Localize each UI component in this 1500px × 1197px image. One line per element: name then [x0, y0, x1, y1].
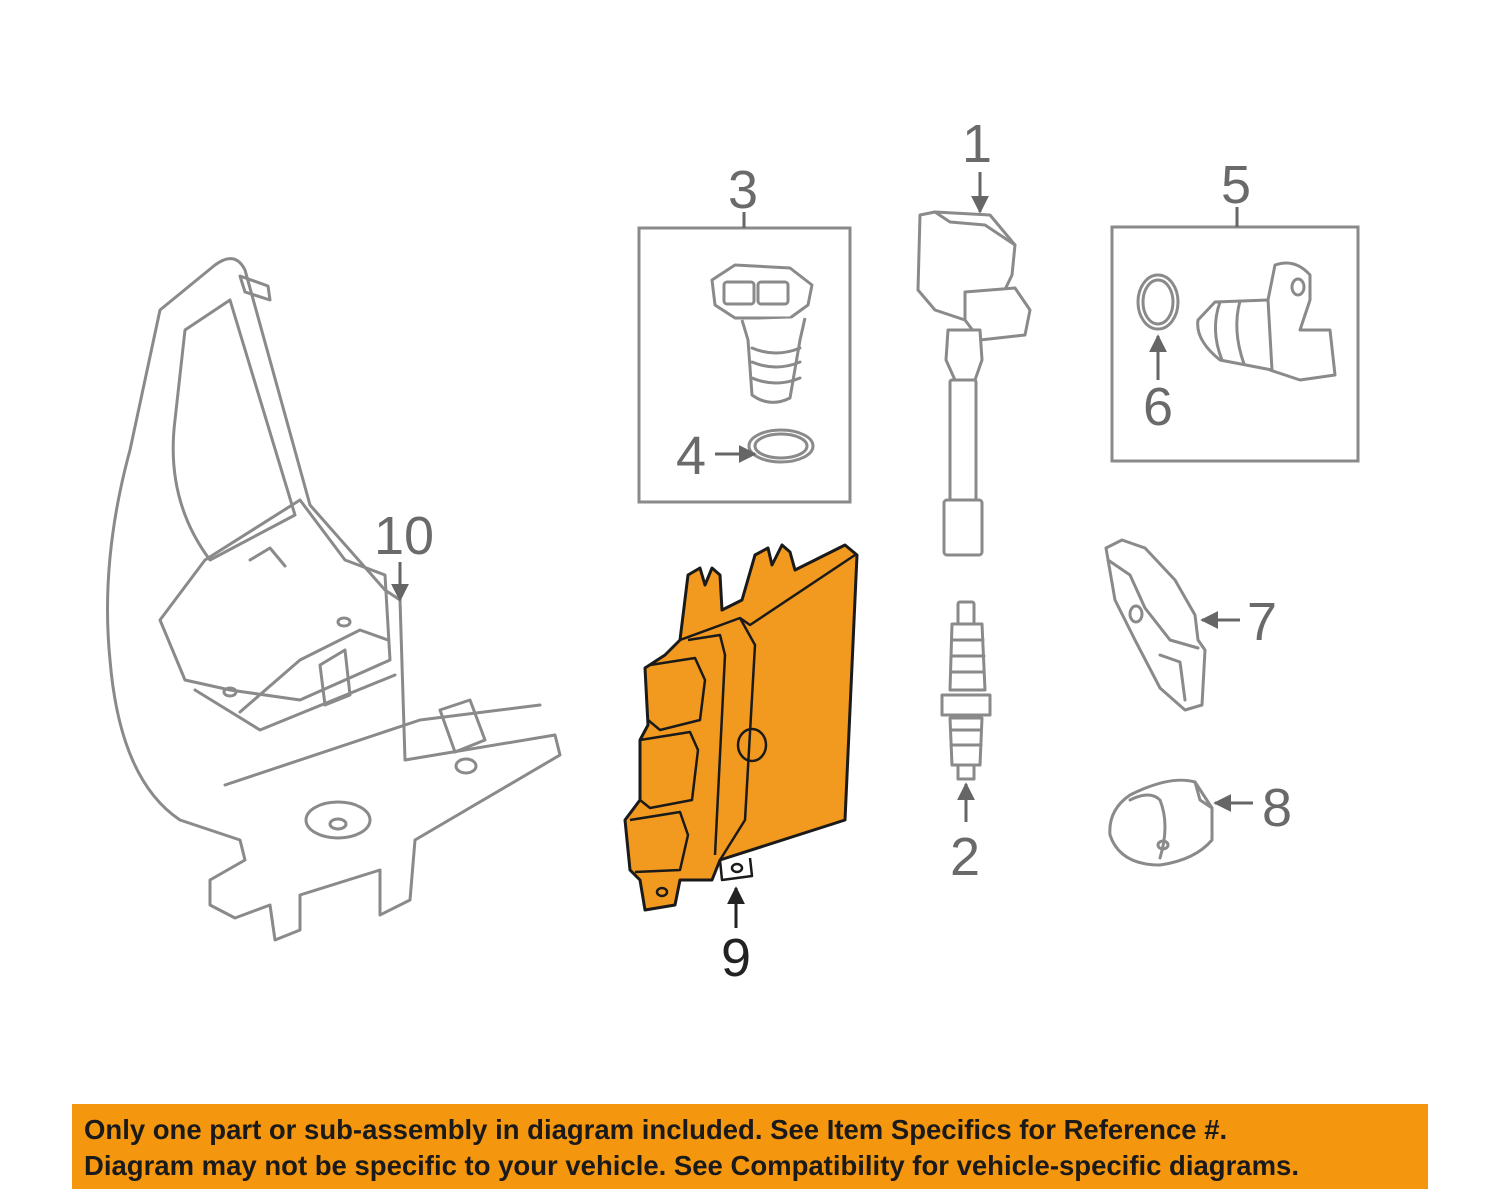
part-7-sensor-bracket — [1104, 538, 1207, 712]
callout-10: 10 — [374, 506, 434, 566]
callout-5: 5 — [1221, 155, 1251, 215]
part-1-ignition-coil — [916, 210, 1032, 557]
callout-2: 2 — [950, 827, 980, 887]
callout-1: 1 — [962, 114, 992, 174]
disclaimer-line-2: Diagram may not be specific to your vehi… — [84, 1150, 1299, 1181]
part-3-sensor — [710, 263, 814, 404]
callout-3: 3 — [728, 160, 758, 220]
part-2-spark-plug — [940, 600, 992, 781]
disclaimer-line-1: Only one part or sub-assembly in diagram… — [84, 1114, 1228, 1145]
kit-box-5 — [1110, 225, 1360, 463]
part-4-o-ring — [715, 428, 815, 464]
callout-7: 7 — [1247, 592, 1277, 652]
part-8-knock-sensor — [1108, 778, 1214, 867]
callout-8: 8 — [1262, 778, 1292, 838]
part-10-bracket — [106, 257, 562, 942]
callout-9: 9 — [721, 928, 751, 988]
disclaimer-banner: Only one part or sub-assembly in diagram… — [72, 1104, 1428, 1189]
part-9-engine-control-module — [623, 543, 859, 912]
part-5-sensor — [1196, 261, 1337, 382]
part-6-o-ring — [1136, 273, 1180, 380]
callout-4: 4 — [676, 426, 706, 486]
callout-6: 6 — [1143, 377, 1173, 437]
